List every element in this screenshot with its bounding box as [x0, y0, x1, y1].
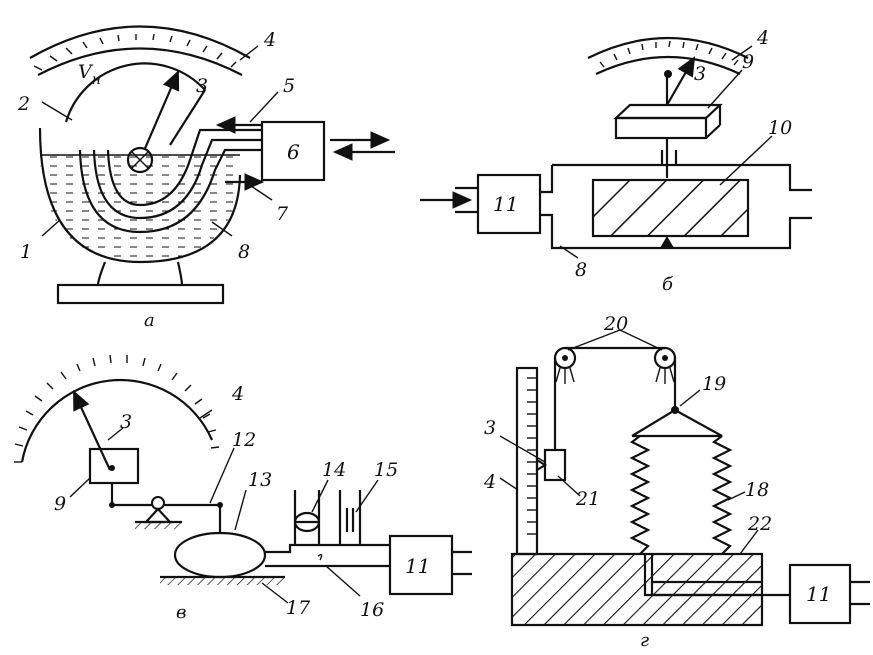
callout-b-10: 10 [768, 117, 792, 139]
callout-g-20: 20 [603, 313, 628, 335]
callout-g-3: 3 [484, 417, 496, 439]
callout-a-7: 7 [276, 203, 289, 225]
bowl [38, 127, 242, 264]
callout-v-16: 16 [360, 599, 384, 621]
caption-v: в [176, 602, 186, 623]
callout-v-3: 3 [120, 411, 132, 433]
callout-v-15: 15 [374, 459, 398, 481]
panel-g: 3 4 11 18 19 20 21 22 г [483, 313, 870, 651]
callout-v-9: 9 [54, 493, 66, 515]
spring-left [629, 435, 651, 555]
callout-b-4: 4 [756, 27, 769, 49]
panel-v: 3 4 9 11 12 13 14 15 16 17 в [14, 354, 472, 623]
scale-ticks-a [33, 33, 237, 71]
pointer-b [666, 56, 696, 106]
caption-g: г [640, 630, 649, 651]
callout-g-22: 22 [747, 513, 772, 535]
block-11-b [476, 173, 542, 235]
scale-ticks-g [527, 377, 537, 535]
base-22 [510, 552, 764, 627]
liquid [40, 155, 240, 262]
callout-a-8: 8 [238, 241, 250, 263]
base-plate [56, 283, 225, 305]
block-11-g [788, 563, 852, 625]
scale-arc-b [587, 36, 749, 59]
yoke-19 [631, 408, 723, 438]
scale-ticks-b [599, 40, 739, 68]
callout-g-18: 18 [745, 479, 769, 501]
panel-b: 3 4 8 9 10 11 б [420, 27, 812, 295]
callout-v-17: 17 [286, 597, 311, 619]
callout-v-14: 14 [322, 459, 346, 481]
stand-left [96, 261, 107, 286]
pointer-v [73, 390, 111, 471]
block-11-v [388, 534, 454, 596]
scale-arc-a [29, 25, 251, 59]
callout-g-4: 4 [483, 471, 496, 493]
chamber-top [552, 163, 812, 192]
block-9-v [88, 447, 140, 485]
volume-label: Vн [78, 61, 101, 88]
disc-vessel [64, 62, 206, 123]
callout-g-19: 19 [702, 373, 726, 395]
tube-inner [92, 138, 262, 220]
pipe-top [265, 543, 390, 554]
scale-arc-a-inner [37, 47, 243, 76]
tube-inner-2 [106, 128, 262, 207]
callout-a-6: 6 [287, 140, 300, 164]
piston-10 [591, 178, 750, 238]
panel-a: 1 2 3 4 5 6 7 8 Vн а [17, 25, 395, 331]
callout-a-1: 1 [20, 241, 32, 263]
callout-a-3: 3 [196, 75, 208, 97]
callout-b-3: 3 [694, 63, 706, 85]
scale-bar-g [515, 366, 539, 556]
caption-b: б [662, 274, 674, 295]
spring-right [711, 435, 733, 555]
callout-v-4: 4 [231, 383, 244, 405]
callout-v-12: 12 [232, 429, 256, 451]
caption-a: а [144, 310, 155, 331]
callout-a-5: 5 [283, 75, 295, 97]
block-9-top [613, 103, 723, 120]
scale-arc-v [20, 378, 214, 463]
block-6 [260, 120, 326, 182]
stand-right [176, 261, 184, 286]
weight-21 [543, 448, 567, 482]
callout-v-11: 11 [405, 554, 430, 578]
callout-a-4: 4 [263, 29, 276, 51]
block-9 [614, 116, 708, 140]
callout-g-21: 21 [575, 488, 600, 510]
ceiling-hatch [555, 367, 675, 384]
callout-g-11: 11 [806, 582, 831, 606]
callout-v-13: 13 [248, 469, 272, 491]
disc-edge [169, 89, 206, 146]
pointer-a [138, 69, 180, 161]
callout-b-9: 9 [742, 51, 754, 73]
capsule-13 [173, 531, 267, 579]
callout-b-11: 11 [493, 192, 518, 216]
tube-outer [78, 148, 262, 234]
scale-ticks-v [14, 354, 220, 463]
scale-arc-b-inner [595, 56, 741, 75]
callout-b-8: 8 [575, 259, 587, 281]
callout-a-2: 2 [17, 93, 30, 115]
